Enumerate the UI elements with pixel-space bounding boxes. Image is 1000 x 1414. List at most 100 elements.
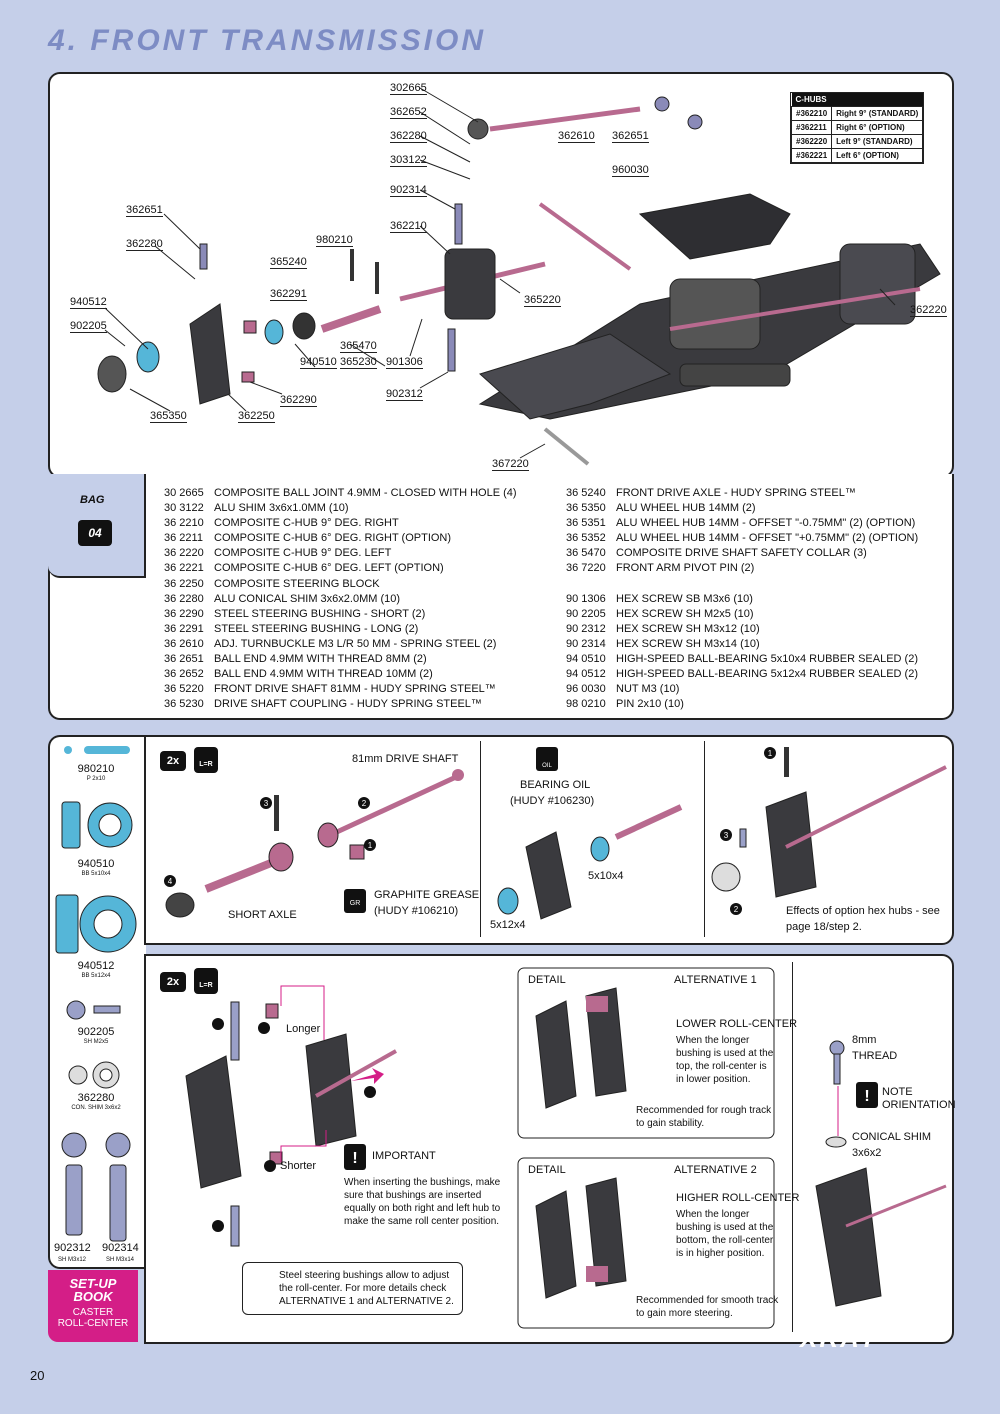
bearing-oil-ref: (HUDY #106230) xyxy=(510,795,595,807)
screw-upper xyxy=(230,1001,240,1061)
part-code: 36 5220 xyxy=(164,683,204,696)
part-desc: NUT M3 (10) xyxy=(616,683,680,696)
part-desc: COMPOSITE DRIVE SHAFT SAFETY COLLAR (3) xyxy=(616,547,867,560)
part-desc: FRONT DRIVE AXLE - HUDY SPRING STEEL™ xyxy=(616,487,856,499)
shim-side-icon xyxy=(68,1065,88,1085)
brand-logo: XRAY xyxy=(800,1323,879,1353)
part-label: 362652 xyxy=(390,106,427,119)
longer-label: Longer xyxy=(286,1023,321,1035)
sidebar-code: 940510 xyxy=(77,858,115,870)
part-label: 362210 xyxy=(390,220,427,233)
count-badge: 2x xyxy=(160,972,186,992)
part-desc: HEX SCREW SH M3x12 (10) xyxy=(616,622,760,635)
part-desc: FRONT DRIVE SHAFT 81MM - HUDY SPRING STE… xyxy=(214,683,496,696)
part-label: 902312 xyxy=(386,388,423,401)
sidebar-sub: BB 5x10x4 xyxy=(81,871,111,877)
turnbuckle xyxy=(489,106,641,132)
alt1-text: When the longer bushing is used at the t… xyxy=(676,1035,774,1085)
part-label: 362291 xyxy=(270,288,307,301)
part-label: 362290 xyxy=(280,394,317,407)
bushing-note: Steel steering bushings allow to adjust … xyxy=(242,1262,463,1315)
sidebar-code: 902312 xyxy=(54,1242,91,1254)
screw-362651 xyxy=(199,243,208,270)
bushing-long xyxy=(265,1003,279,1019)
part-desc: ALU WHEEL HUB 14MM - OFFSET "+0.75MM" (2… xyxy=(616,532,919,545)
part-code: 36 2291 xyxy=(164,622,204,635)
bearing-5x12x4 xyxy=(497,887,519,915)
detail-label: DETAIL xyxy=(528,974,566,986)
note-label: NOTE xyxy=(882,1086,913,1098)
exploded-diagram-panel: 302665 362652 362280 303122 902314 36261… xyxy=(48,72,954,478)
part-desc: COMPOSITE C-HUB 9° DEG. RIGHT xyxy=(214,517,399,530)
nut-960030 xyxy=(687,114,703,130)
part-code: 30 3122 xyxy=(164,502,204,515)
important-icon xyxy=(344,1144,366,1170)
thread-label: 8mm xyxy=(852,1034,877,1046)
part-code: 36 2280 xyxy=(164,592,204,605)
c-hub xyxy=(525,831,572,920)
arrow-icon xyxy=(351,1068,384,1084)
sidebar-code: 902205 xyxy=(77,1026,115,1038)
bag-label: BAG xyxy=(80,494,105,506)
c-hubs-header: C-HUBS xyxy=(791,93,923,107)
bag-number: 04 xyxy=(78,520,112,546)
part-label: 365240 xyxy=(270,256,307,269)
part-code: 36 2651 xyxy=(164,653,204,666)
screw-lower xyxy=(230,1205,240,1247)
pin-icon xyxy=(64,746,72,754)
list-item: 36 2250 COMPOSITE STEERING BLOCK xyxy=(164,577,517,592)
svg-text:!: ! xyxy=(864,1088,869,1105)
setup-sub: ROLL-CENTER xyxy=(57,1318,129,1329)
oil-icon xyxy=(536,747,558,771)
part-code: 36 5470 xyxy=(566,547,606,560)
part-label: 365230 xyxy=(340,356,377,369)
note-icon xyxy=(856,1082,878,1108)
axle-right xyxy=(669,287,921,331)
gearbox xyxy=(669,278,761,350)
part-code: 96 0030 xyxy=(566,683,606,696)
page-title: 4. FRONT TRANSMISSION xyxy=(48,24,487,57)
part-label: 365350 xyxy=(150,410,187,423)
part-code: 94 0510 xyxy=(566,652,606,665)
screw-902314 xyxy=(454,203,463,245)
part-code: 36 5352 xyxy=(566,532,606,545)
detail-alt2 xyxy=(517,1157,775,1329)
bumper xyxy=(679,363,791,387)
part-desc: BALL END 4.9MM WITH THREAD 8MM (2) xyxy=(214,653,427,666)
part-label: 362280 xyxy=(126,238,163,251)
part-label: 303122 xyxy=(390,154,427,167)
step-number: 1 xyxy=(368,841,373,850)
bushing-short xyxy=(241,371,255,383)
bushing-long xyxy=(243,320,257,334)
drive-shaft-end xyxy=(452,769,464,781)
screw-head-icon xyxy=(66,1000,86,1020)
shock-tower xyxy=(638,193,791,260)
step-number: 1 xyxy=(768,749,773,758)
pin-icon xyxy=(84,746,130,754)
pin-part xyxy=(274,795,279,831)
alt2-head: HIGHER ROLL-CENTER xyxy=(676,1192,800,1204)
part-desc: COMPOSITE STEERING BLOCK xyxy=(214,577,380,590)
part-desc: HEX SCREW SB M3x6 (10) xyxy=(616,592,753,605)
detail-label: DETAIL xyxy=(528,1164,566,1176)
part-desc: STEEL STEERING BUSHING - LONG (2) xyxy=(214,622,419,635)
pin-980210-b xyxy=(375,262,379,294)
steering-block xyxy=(189,303,231,405)
sidebar-code: 902314 xyxy=(102,1242,139,1254)
drive-shaft xyxy=(315,1049,397,1098)
bearing-940512 xyxy=(136,341,160,373)
setup-book-badge[interactable]: SET-UP BOOK CASTER ROLL-CENTER xyxy=(48,1270,138,1342)
shim-label: CONICAL SHIM xyxy=(852,1131,932,1143)
part-code: 36 2652 xyxy=(164,668,204,681)
step-number: 4 xyxy=(168,877,173,886)
part-code: 36 2250 xyxy=(164,577,204,590)
parts-list-panel xyxy=(48,474,954,720)
